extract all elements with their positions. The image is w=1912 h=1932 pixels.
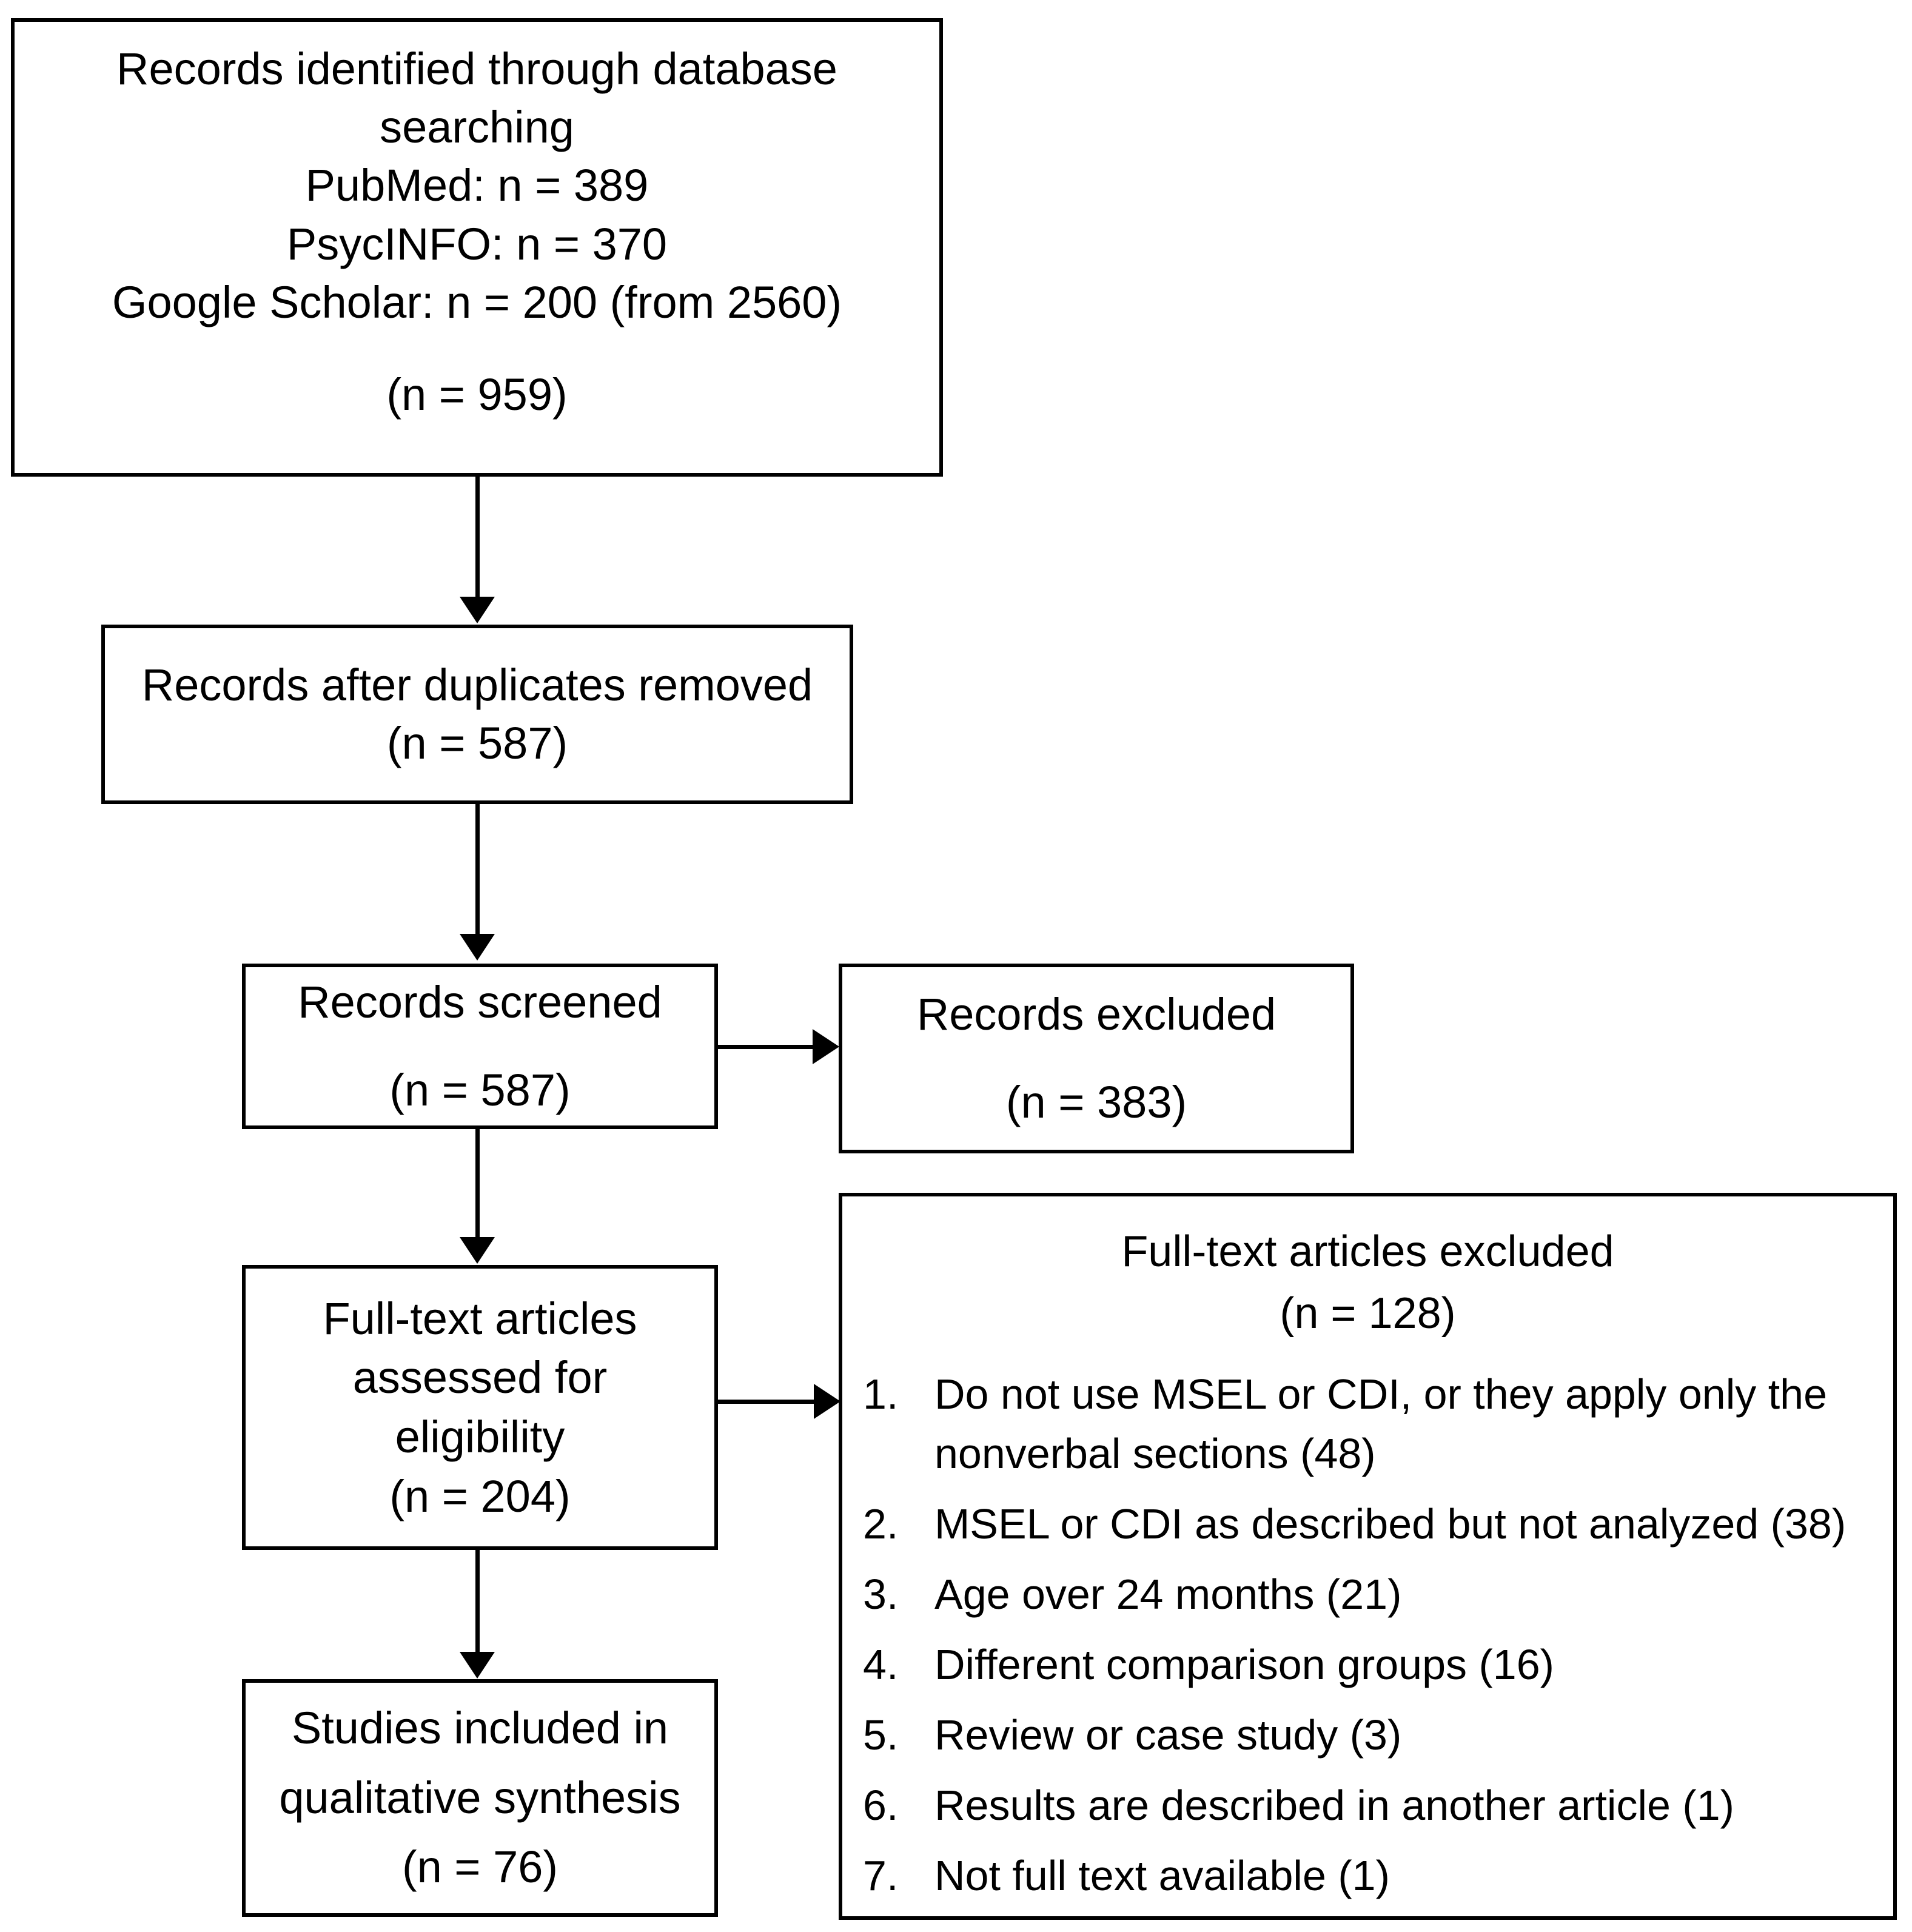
node-records-after-duplicates-removed: Records after duplicates removed (n = 58… xyxy=(101,625,853,804)
arrowhead-down-identified-to-duplicates xyxy=(460,597,495,623)
fulltext-assessed-line-1: Full-text articles xyxy=(323,1293,637,1344)
records-identified-pubmed: PubMed: n = 389 xyxy=(305,160,649,211)
connector-fulltext-to-fulltext-excluded xyxy=(718,1400,815,1404)
arrowhead-right-fulltext-to-fulltext-excluded xyxy=(814,1384,840,1419)
fulltext-assessed-total: (n = 204) xyxy=(389,1471,571,1521)
records-identified-total: (n = 959) xyxy=(386,369,568,420)
list-item: Not full text available (1) xyxy=(863,1846,1390,1905)
node-records-screened: Records screened (n = 587) xyxy=(242,964,718,1129)
records-screened-label: Records screened xyxy=(298,977,662,1028)
connector-screened-to-fulltext xyxy=(475,1129,480,1238)
records-identified-google-scholar: Google Scholar: n = 200 (from 2560) xyxy=(112,277,842,327)
list-item: Review or case study (3) xyxy=(863,1705,1402,1765)
studies-included-line-2: qualitative synthesis xyxy=(279,1772,681,1823)
node-fulltext-articles-excluded: Full-text articles excluded (n = 128) Do… xyxy=(839,1193,1897,1920)
studies-included-line-1: Studies included in xyxy=(291,1702,669,1753)
list-item: Do not use MSEL or CDI, or they apply on… xyxy=(863,1364,1828,1477)
records-identified-line-1: Records identified through database xyxy=(116,44,837,94)
fulltext-excluded-heading: Full-text articles excluded (n = 128) xyxy=(863,1221,1873,1344)
list-item: Age over 24 months (21) xyxy=(863,1565,1402,1624)
arrowhead-down-duplicates-to-screened xyxy=(460,934,495,961)
arrowhead-down-screened-to-fulltext xyxy=(460,1237,495,1264)
connector-duplicates-to-screened xyxy=(475,804,480,935)
fulltext-assessed-line-2: assessed for xyxy=(352,1352,608,1403)
connector-screened-to-records-excluded xyxy=(718,1045,814,1049)
records-identified-line-2: searching xyxy=(380,102,574,153)
fulltext-excluded-total: (n = 128) xyxy=(1280,1289,1456,1338)
fulltext-excluded-reason-list: Do not use MSEL or CDI, or they apply on… xyxy=(863,1364,1873,1916)
node-records-identified: Records identified through database sear… xyxy=(11,18,943,477)
list-item: MSEL or CDI as described but not analyze… xyxy=(863,1494,1847,1554)
arrowhead-right-screened-to-records-excluded xyxy=(813,1029,839,1064)
spacer xyxy=(863,1344,1873,1364)
fulltext-excluded-label: Full-text articles excluded xyxy=(1121,1227,1614,1276)
studies-included-total: (n = 76) xyxy=(401,1842,559,1893)
records-excluded-label: Records excluded xyxy=(916,989,1276,1040)
node-records-excluded: Records excluded (n = 383) xyxy=(839,964,1354,1153)
records-excluded-total: (n = 383) xyxy=(1005,1076,1187,1127)
node-fulltext-assessed-for-eligibility: Full-text articles assessed for eligibil… xyxy=(242,1265,718,1550)
list-item: Different comparison groups (16) xyxy=(863,1635,1554,1694)
arrowhead-down-fulltext-to-included xyxy=(460,1652,495,1679)
duplicates-removed-label: Records after duplicates removed xyxy=(141,659,813,710)
duplicates-removed-total: (n = 587) xyxy=(386,718,568,768)
connector-fulltext-to-included xyxy=(475,1550,480,1653)
node-studies-included-qualitative-synthesis: Studies included in qualitative synthesi… xyxy=(242,1679,718,1917)
list-item: Results are described in another article… xyxy=(863,1776,1734,1835)
connector-identified-to-duplicates xyxy=(475,477,480,598)
records-identified-psycinfo: PsycINFO: n = 370 xyxy=(286,218,668,269)
records-screened-total: (n = 587) xyxy=(389,1064,571,1115)
fulltext-assessed-line-3: eligibility xyxy=(395,1412,565,1462)
